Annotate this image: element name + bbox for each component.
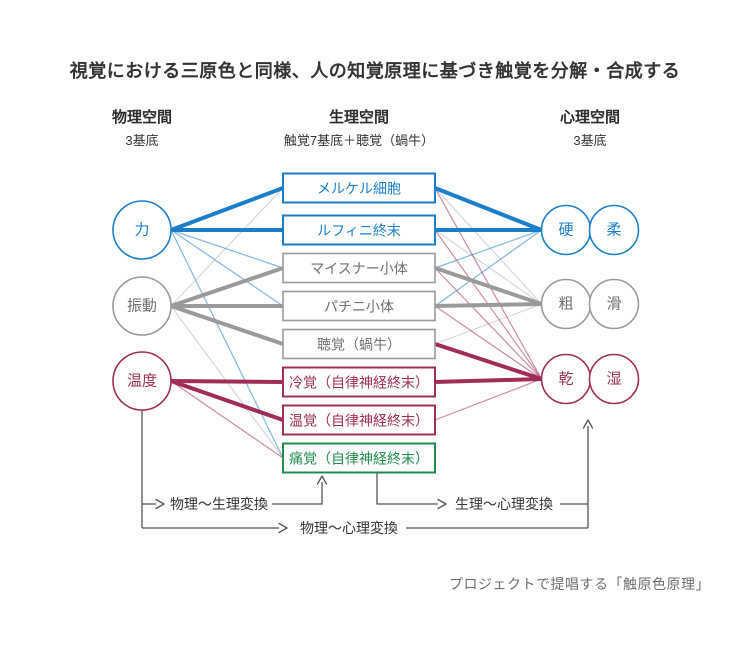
- flow-into-pain-arrow: [316, 475, 328, 485]
- node-hardness-label-0: 硬: [558, 222, 573, 239]
- node-pain-box: [282, 442, 436, 474]
- node-force-circle: [112, 200, 172, 260]
- node-vibration-label: 振動: [127, 298, 157, 315]
- edge-meissner-roughness: [434, 266, 543, 306]
- node-dryness-label-1: 湿: [606, 371, 621, 388]
- diagram-title: 視覚における三原色と同様、人の知覚原理に基づき触覚を分解・合成する: [69, 61, 681, 81]
- flow-phys-physio-label: 物理〜生理変換: [170, 496, 268, 512]
- flow-phys-physio-line-b: [272, 482, 323, 505]
- node-cold-label: 冷覚（自律神経終末）: [289, 375, 429, 391]
- node-roughness-label-0: 粗: [558, 296, 573, 313]
- node-merkel-label: メルケル細胞: [317, 181, 401, 197]
- node-meissner-box: [282, 252, 436, 284]
- edge-force-meissner: [170, 229, 284, 269]
- edges-thick-layer: [170, 186, 543, 422]
- edge-cochlea-dryness: [434, 342, 543, 381]
- edge-pacinian-dryness: [434, 305, 542, 380]
- edge-merkel-hardness: [434, 186, 543, 232]
- flow-phys-physio-arrow: [155, 498, 165, 510]
- node-pacinian-label: パチニ小体: [324, 299, 394, 315]
- column-header-psychological: 心理空間 3基底: [560, 110, 620, 147]
- edge-meissner-hardness: [434, 229, 542, 269]
- edge-merkel-dryness: [434, 187, 543, 380]
- flow-physio-psych-arrow: [437, 498, 447, 510]
- edge-vibration-meissner: [170, 266, 284, 308]
- edge-warm-dryness: [434, 378, 542, 421]
- edge-temperature-warm: [170, 379, 284, 422]
- node-dryness-circle-1: [588, 353, 640, 405]
- node-cochlea-box: [282, 328, 436, 360]
- column-sublabel: 触覚7基底＋聴覚（蝸牛）: [283, 133, 435, 148]
- edge-merkel-roughness: [434, 187, 542, 305]
- edge-force-merkel: [170, 186, 284, 232]
- flow-into-psych-arrow: [582, 419, 594, 429]
- edge-ruffini-roughness: [434, 229, 542, 305]
- edge-force-pacinian: [170, 229, 284, 307]
- node-temperature-label: 温度: [127, 373, 157, 390]
- node-roughness-circle-1: [588, 278, 640, 330]
- column-header-physiological: 生理空間 触覚7基底＋聴覚（蝸牛）: [284, 110, 434, 147]
- flow-phys-psych-label: 物理〜心理変換: [300, 520, 398, 536]
- flow-phys-psych-arrow: [278, 522, 288, 534]
- column-header-physical: 物理空間 3基底: [112, 110, 172, 147]
- flow-physio-psych-line-a: [376, 473, 438, 505]
- node-ruffini-label: ルフィニ終末: [317, 223, 401, 239]
- node-warm-label: 温覚（自律神経終末）: [289, 413, 429, 429]
- column-label: 物理空間: [111, 109, 173, 126]
- column-label: 心理空間: [559, 109, 621, 126]
- node-cochlea-label: 聴覚（蝸牛）: [317, 337, 401, 353]
- node-ruffini-box: [282, 214, 436, 246]
- edge-temperature-cold: [170, 379, 284, 384]
- edge-pacinian-roughness: [434, 302, 542, 308]
- flow-physio-psych-label: 生理〜心理変換: [455, 496, 553, 512]
- node-vibration-circle: [112, 276, 172, 336]
- node-roughness-label-1: 滑: [606, 296, 621, 313]
- edge-cold-dryness: [434, 377, 542, 384]
- edge-vibration-merkel: [170, 187, 284, 307]
- node-force-label: 力: [134, 222, 149, 239]
- node-pain-label: 痛覚（自律神経終末）: [289, 451, 429, 467]
- node-merkel-box: [282, 172, 436, 204]
- diagram-caption: プロジェクトで提唱する「触原色原理」: [449, 576, 710, 592]
- node-dryness-label-0: 乾: [558, 371, 573, 388]
- edge-force-pain: [170, 229, 284, 459]
- node-warm-box: [282, 404, 436, 436]
- column-sublabel: 3基底: [125, 133, 159, 148]
- node-meissner-label: マイスナー小体: [310, 261, 408, 277]
- edge-pacinian-hardness: [434, 229, 542, 307]
- edge-vibration-cochlea: [170, 304, 284, 346]
- edge-meissner-dryness: [434, 267, 542, 380]
- node-hardness-circle-1: [588, 204, 640, 256]
- node-cold-box: [282, 366, 436, 398]
- edge-temperature-pain: [170, 380, 284, 459]
- column-sublabel: 3基底: [573, 133, 607, 148]
- column-label: 生理空間: [328, 109, 390, 126]
- node-pacinian-box: [282, 290, 436, 322]
- edges-thin-layer: [170, 187, 543, 459]
- node-hardness-label-1: 柔: [606, 222, 621, 239]
